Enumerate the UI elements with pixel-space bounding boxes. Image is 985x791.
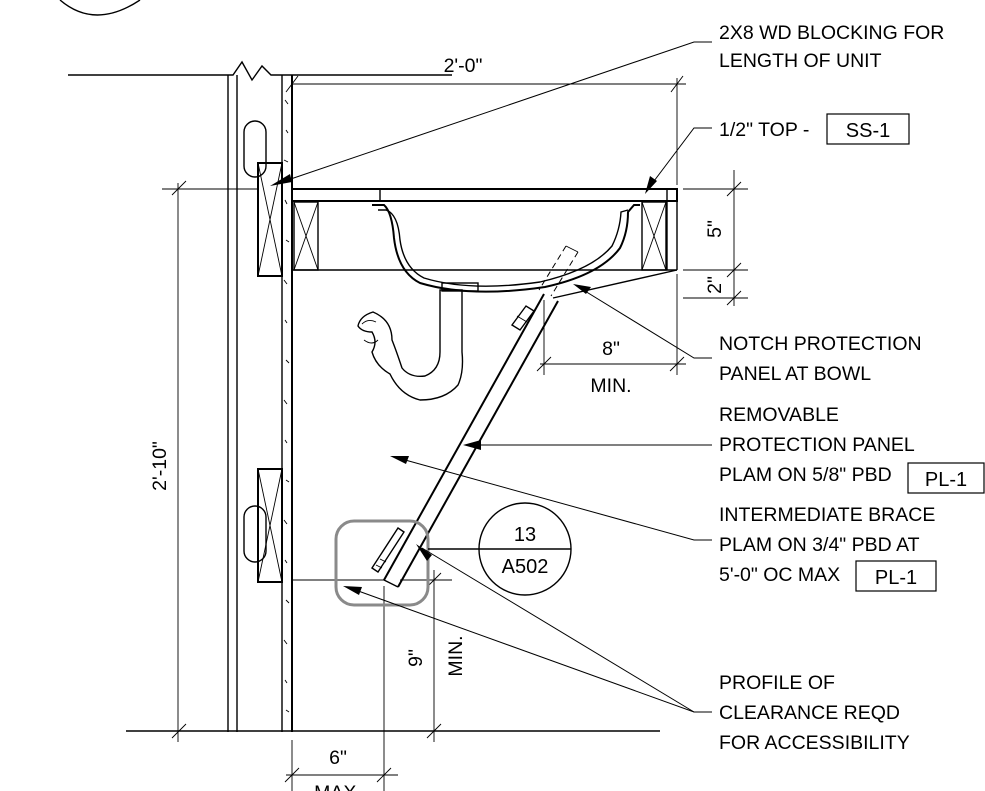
- note-panel: REMOVABLE PROTECTION PANEL PLAM ON 5/8" …: [719, 404, 985, 494]
- leader-top: [645, 127, 712, 194]
- wall-bracket-upper: [243, 120, 267, 178]
- dim-knee-depth: 8" MIN.: [536, 274, 686, 397]
- note-brace-line-2: PLAM ON 3/4" PBD AT: [719, 534, 920, 556]
- dim-toe-depth-qualifier: MAX.: [314, 782, 362, 791]
- tag-ss-1-box: [826, 113, 910, 145]
- note-brace: INTERMEDIATE BRACE PLAM ON 3/4" PBD AT 5…: [719, 504, 937, 592]
- tag-ss-1: SS-1: [846, 120, 890, 142]
- detail-bubble-sheet: A502: [502, 556, 549, 578]
- note-clearance-line-2: CLEARANCE REQD: [719, 702, 900, 724]
- dim-toe-height-qualifier: MIN.: [445, 635, 467, 676]
- note-top-prefix: 1/2" TOP -: [719, 119, 809, 141]
- note-panel-line-2: PROTECTION PANEL: [719, 434, 915, 456]
- dim-knee-depth-label: 8": [602, 338, 620, 360]
- leader-panel: [463, 440, 712, 450]
- note-blocking: 2X8 WD BLOCKING FOR LENGTH OF UNIT: [719, 22, 944, 72]
- dim-toe-height: 9" MIN.: [400, 570, 467, 742]
- note-brace-line-3: 5'-0" OC MAX: [719, 564, 840, 586]
- wood-blocking-lower: [257, 468, 283, 583]
- notch-protection-panel: [552, 269, 678, 299]
- note-blocking-line-1: 2X8 WD BLOCKING FOR: [719, 22, 944, 44]
- note-clearance: PROFILE OF CLEARANCE REQD FOR ACCESSIBIL…: [719, 672, 910, 754]
- dim-width-top-label: 2'-0": [444, 55, 483, 77]
- sink-bowl: [372, 204, 640, 293]
- dim-apron-label: 2": [704, 276, 726, 294]
- note-panel-line-1: REMOVABLE: [719, 404, 839, 426]
- note-notch: NOTCH PROTECTION PANEL AT BOWL: [719, 333, 922, 385]
- note-clearance-line-1: PROFILE OF: [719, 672, 835, 694]
- gypsum-board-hatch: [283, 99, 290, 713]
- dim-top-depth-label: 5": [704, 220, 726, 238]
- note-clearance-line-3: FOR ACCESSIBILITY: [719, 732, 910, 754]
- dim-toe-height-label: 9": [405, 649, 427, 667]
- dim-width-top: 2'-0": [285, 55, 686, 185]
- leader-brace: [390, 456, 712, 541]
- leader-clearance: [343, 544, 712, 713]
- detail-callout-box: [334, 519, 430, 607]
- detail-title-circle-fragment: [59, 0, 141, 16]
- dim-height-total: 2'-10": [149, 180, 258, 742]
- tag-pl-1-brace-box: [855, 560, 937, 592]
- leader-blocking: [270, 41, 712, 186]
- note-notch-line-1: NOTCH PROTECTION: [719, 333, 922, 355]
- countertop: [291, 188, 678, 271]
- dim-knee-depth-qualifier: MIN.: [590, 375, 631, 397]
- wood-blocking-upper: [257, 162, 283, 277]
- note-blocking-line-2: LENGTH OF UNIT: [719, 50, 882, 72]
- note-panel-line-3: PLAM ON 5/8" PBD: [719, 464, 892, 486]
- note-notch-line-2: PANEL AT BOWL: [719, 363, 871, 385]
- dim-toe-depth: 6" MAX.: [284, 586, 398, 791]
- note-brace-line-1: INTERMEDIATE BRACE: [719, 504, 935, 526]
- dim-top-depth: 5" 2": [683, 170, 748, 306]
- dim-toe-depth-label: 6": [329, 747, 347, 769]
- wall-bracket-lower: [243, 505, 267, 563]
- detail-bubble-number: 13: [514, 524, 536, 546]
- tag-pl-1-panel-box: [907, 462, 985, 494]
- detail-reference-bubble: 13 A502: [428, 502, 572, 596]
- p-trap: [357, 289, 464, 401]
- removable-protection-panel: [371, 245, 579, 588]
- tag-pl-1-brace: PL-1: [875, 567, 917, 589]
- tag-pl-1-panel: PL-1: [925, 469, 967, 491]
- note-top: 1/2" TOP - SS-1: [719, 113, 910, 145]
- dim-height-total-label: 2'-10": [149, 441, 171, 491]
- wall-top-break-line: [68, 60, 452, 82]
- leader-notch: [573, 284, 712, 359]
